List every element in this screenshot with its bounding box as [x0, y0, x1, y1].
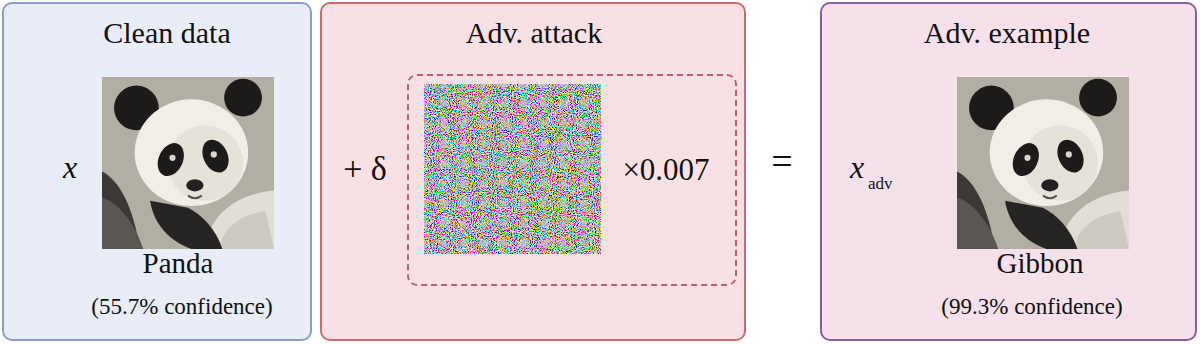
- class-label: Panda: [143, 247, 214, 280]
- perturbation-symbol: + δ: [343, 149, 387, 188]
- panda-photo: [957, 77, 1129, 249]
- text-slot: x: [63, 149, 77, 186]
- text-slot: Panda: [143, 247, 214, 280]
- variable-symbol: x: [63, 149, 77, 186]
- variable-symbol: x: [850, 149, 864, 186]
- panel-heading: Adv. attack: [466, 16, 602, 51]
- noise-pattern: [424, 84, 601, 254]
- text-slot: Adv. example: [924, 16, 1090, 51]
- class-label: Gibbon: [997, 247, 1084, 280]
- text-slot: x: [850, 149, 864, 186]
- attack-panel: Adv. attack + δ ×0.007: [320, 2, 746, 341]
- scale-factor: ×0.007: [622, 152, 709, 188]
- text-slot: Gibbon: [997, 247, 1084, 280]
- perturbation-box: ×0.007: [407, 74, 737, 286]
- text-slot: adv: [868, 174, 893, 194]
- text-slot: + δ: [343, 149, 387, 188]
- equals-sign: =: [771, 140, 792, 184]
- label-slot: =: [771, 140, 792, 184]
- panel-heading: Clean data: [103, 16, 230, 51]
- text-slot: Clean data: [103, 16, 230, 51]
- variable-subscript: adv: [868, 174, 893, 194]
- text-slot: (99.3% confidence): [941, 294, 1122, 320]
- output-panel: Adv. example xadvGibbon (99.3% confidence): [820, 2, 1197, 341]
- text-slot: Adv. attack: [466, 16, 602, 51]
- input-panel: Clean data xPanda (55.7% confidence): [2, 2, 312, 341]
- panda-photo: [102, 77, 274, 249]
- panel-heading: Adv. example: [924, 16, 1090, 51]
- text-slot: (55.7% confidence): [91, 294, 272, 320]
- confidence-value: (99.3% confidence): [941, 294, 1122, 320]
- text-slot: ×0.007: [622, 152, 709, 188]
- confidence-value: (55.7% confidence): [91, 294, 272, 320]
